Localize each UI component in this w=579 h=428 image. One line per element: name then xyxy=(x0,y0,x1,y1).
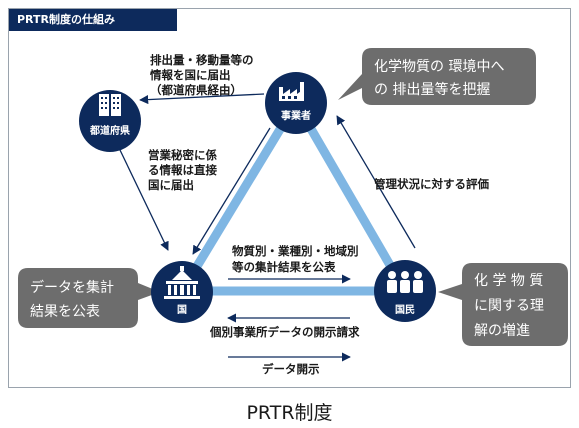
arrow-citizens-to-business xyxy=(336,115,416,249)
diagram-title: PRTR制度の仕組み xyxy=(9,9,177,31)
bubble-business-line-1: 化学物質の 環境中へ xyxy=(374,59,504,75)
flow-arrows xyxy=(119,93,416,362)
svg-text:物質別・業種別・地域別: 物質別・業種別・地域別 xyxy=(232,244,359,258)
node-government-label: 国 xyxy=(177,304,187,316)
svg-text:排出量・移動量等の: 排出量・移動量等の xyxy=(150,53,254,67)
svg-text:る情報は直接: る情報は直接 xyxy=(148,163,217,177)
svg-text:等の集計結果を公表: 等の集計結果を公表 xyxy=(231,260,336,274)
node-government: 国 xyxy=(151,261,213,323)
svg-text:営業秘密に係: 営業秘密に係 xyxy=(148,148,217,162)
bubble-citizens: 化 学 物 質 に関する理 解の増進 xyxy=(438,263,568,346)
node-prefecture: 都道府県 xyxy=(79,90,141,152)
svg-text:情報を国に届出: 情報を国に届出 xyxy=(149,68,231,82)
diet-building-icon xyxy=(164,266,200,299)
bubble-citizens-line-3: 解の増進 xyxy=(474,323,530,339)
bubble-business-line-2: の 排出量等を把握 xyxy=(374,81,490,98)
arrow-business-to-government xyxy=(192,127,271,255)
label-trade-secret: 営業秘密に係 る情報は直接 国に届出 xyxy=(148,148,217,192)
prtr-diagram: 化学物質の 環境中へ の 排出量等を把握 データを集計 結果を公表 化 学 物 … xyxy=(18,48,568,376)
node-business: 事業者 xyxy=(265,72,327,134)
bubble-government-line-2: 結果を公表 xyxy=(30,304,100,320)
figure-caption: PRTR制度 xyxy=(246,402,333,424)
people-icon xyxy=(387,271,423,293)
label-publish-results: 物質別・業種別・地域別 等の集計結果を公表 xyxy=(231,244,359,274)
bubble-citizens-line-2: に関する理 xyxy=(474,298,544,314)
node-citizens: 国民 xyxy=(374,260,436,322)
arrow-business-to-prefecture xyxy=(139,93,265,105)
label-business-to-gov-via-pref: 排出量・移動量等の 情報を国に届出 （都道府県経由） xyxy=(149,53,254,97)
label-management-eval: 管理状況に対する評価 xyxy=(374,177,489,191)
node-citizens-label: 国民 xyxy=(395,304,415,316)
factory-icon xyxy=(279,82,304,101)
svg-text:国に届出: 国に届出 xyxy=(148,178,194,192)
node-prefecture-label: 都道府県 xyxy=(89,124,130,137)
building-icon xyxy=(99,94,121,116)
label-disclosure-request: 個別事業所データの開示請求 xyxy=(209,325,360,339)
bubble-government-line-1: データを集計 xyxy=(30,279,114,296)
svg-text:（都道府県経由）: （都道府県経由） xyxy=(150,83,242,97)
label-data-disclosure: データ開示 xyxy=(262,362,320,376)
bubble-government: データを集計 結果を公表 xyxy=(18,268,160,328)
bubble-business: 化学物質の 環境中へ の 排出量等を把握 xyxy=(338,48,536,105)
node-business-label: 事業者 xyxy=(281,109,311,122)
bubble-citizens-line-1: 化 学 物 質 xyxy=(474,273,543,289)
flow-triangle xyxy=(178,100,409,296)
arrow-prefecture-to-government xyxy=(119,149,169,251)
